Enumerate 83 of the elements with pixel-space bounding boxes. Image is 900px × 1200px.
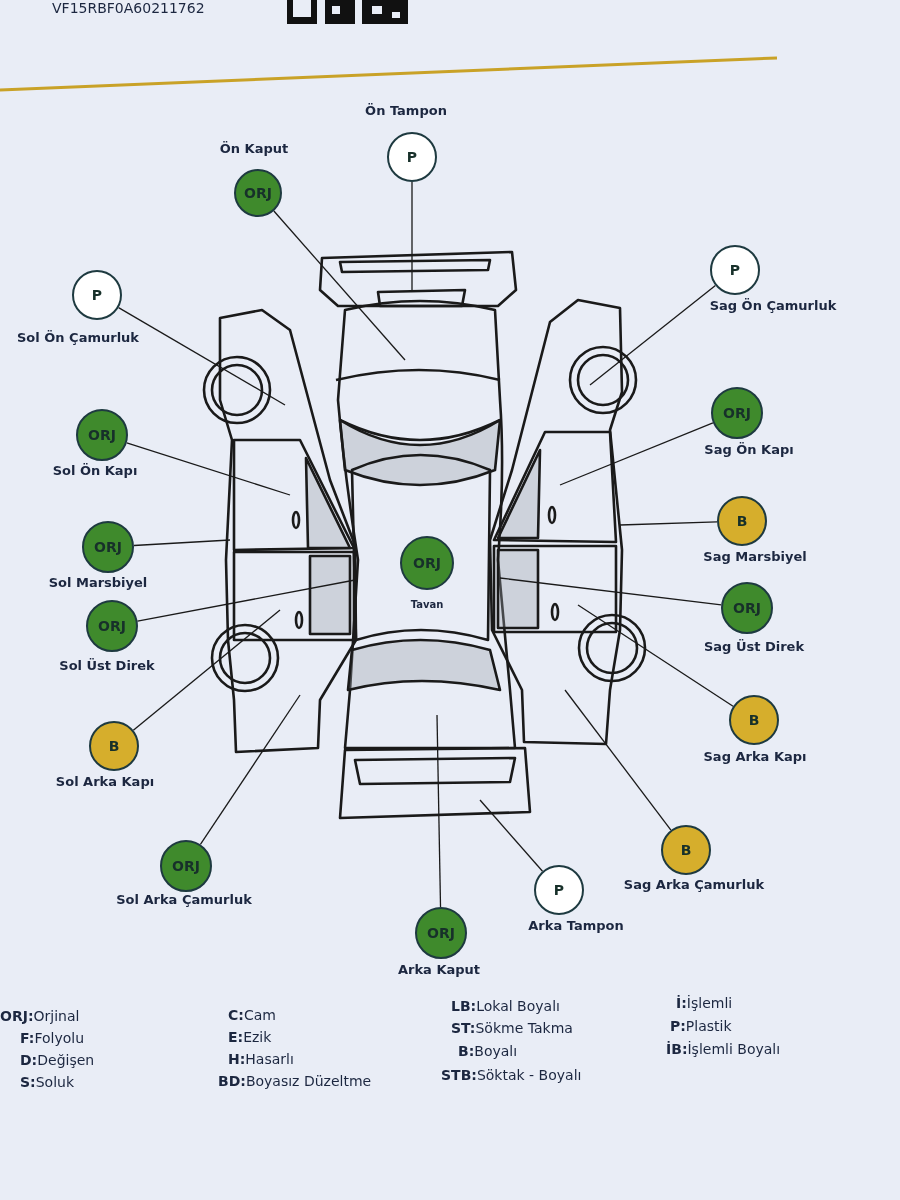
part-label: Sol Marsbiyel xyxy=(48,574,148,590)
legend-text: İ:İşlemli xyxy=(676,995,733,1011)
status-circle xyxy=(717,496,767,546)
legend-text: H:Hasarlı xyxy=(228,1051,294,1067)
part-label: Ön Kaput xyxy=(219,140,289,156)
leader-line xyxy=(479,799,544,872)
status-code: ORJ xyxy=(244,185,272,201)
vin-number: VF15RBF0A60211762 xyxy=(52,0,205,16)
legend-text: İB:İşlemli Boyalı xyxy=(666,1041,781,1057)
legend-text: ST:Sökme Takma xyxy=(451,1020,573,1036)
leader-line xyxy=(199,694,301,845)
status-code: ORJ xyxy=(98,618,126,634)
legend-text: LB:Lokal Boyalı xyxy=(451,998,560,1014)
status-circle xyxy=(387,132,437,182)
part-label: Sag Ön Kapı xyxy=(704,441,794,457)
status-circle xyxy=(721,582,773,634)
status-code: ORJ xyxy=(733,600,761,616)
leader-line xyxy=(273,210,406,361)
legend-text: BD:Boyasız Düzeltme xyxy=(218,1073,372,1089)
legend-text: D:Değişen xyxy=(20,1052,95,1068)
status-circle xyxy=(234,169,282,217)
part-label: Sag Arka Kapı xyxy=(703,748,807,764)
part-label: Ön Tampon xyxy=(365,102,447,118)
legend-text: E:Ezik xyxy=(228,1029,272,1045)
part-label: Sag Üst Direk xyxy=(703,638,805,654)
status-circle xyxy=(534,865,584,915)
legend-text: S:Soluk xyxy=(20,1074,74,1090)
part-label: Sol Arka Çamurluk xyxy=(116,891,252,907)
part-label: Tavan xyxy=(410,598,444,610)
leader-line xyxy=(564,689,672,831)
status-circle xyxy=(72,270,122,320)
part-label: Sag Ön Çamurluk xyxy=(709,297,837,313)
status-code: P xyxy=(91,287,103,303)
leader-line xyxy=(132,609,281,731)
part-label: Arka Kaput xyxy=(398,961,480,977)
leader-line xyxy=(559,422,714,486)
status-code: ORJ xyxy=(723,405,751,421)
status-code: ORJ xyxy=(413,555,441,571)
status-circle xyxy=(710,245,760,295)
leader-line xyxy=(589,284,717,386)
leader-line xyxy=(577,604,734,707)
legend-text: P:Plastik xyxy=(670,1018,732,1034)
part-label: Sag Marsbiyel xyxy=(703,548,807,564)
part-label: Sag Arka Çamurluk xyxy=(623,876,765,892)
part-label: Sol Üst Direk xyxy=(59,657,155,673)
status-code: B xyxy=(680,842,692,858)
status-circle xyxy=(661,825,711,875)
status-code: P xyxy=(406,149,418,165)
status-circle xyxy=(729,695,779,745)
status-circle xyxy=(76,409,128,461)
status-code: P xyxy=(729,262,741,278)
status-code: ORJ xyxy=(94,539,122,555)
leader-line xyxy=(411,181,413,291)
status-circle xyxy=(89,721,139,771)
legend-text: ORJ:Orjinal xyxy=(0,1008,80,1024)
status-code: B xyxy=(736,513,748,529)
legend-text: STB:Söktak - Boyalı xyxy=(441,1067,582,1083)
leader-line xyxy=(499,577,722,606)
status-circle xyxy=(415,907,467,959)
legend-text: B:Boyalı xyxy=(458,1043,518,1059)
leader-line xyxy=(133,539,231,547)
part-label: Sol Ön Kapı xyxy=(52,462,138,478)
part-label: Sol Ön Çamurluk xyxy=(17,329,139,345)
status-code: ORJ xyxy=(172,858,200,874)
status-code: B xyxy=(108,738,120,754)
status-circle xyxy=(160,840,212,892)
leader-line xyxy=(126,442,291,496)
legend-text: F:Folyolu xyxy=(20,1030,85,1046)
legend-text: C:Cam xyxy=(228,1007,276,1023)
part-label: Sol Arka Kapı xyxy=(55,773,155,789)
status-circle xyxy=(400,536,454,590)
status-circle xyxy=(86,600,138,652)
leader-line xyxy=(436,714,442,908)
part-label: Arka Tampon xyxy=(528,917,624,933)
leader-line xyxy=(117,307,286,406)
status-code: ORJ xyxy=(427,925,455,941)
status-code: P xyxy=(553,882,565,898)
leader-line xyxy=(619,521,718,526)
leader-line xyxy=(136,579,356,622)
status-circle xyxy=(711,387,763,439)
status-circle xyxy=(82,521,134,573)
status-code: ORJ xyxy=(88,427,116,443)
status-code: B xyxy=(748,712,760,728)
